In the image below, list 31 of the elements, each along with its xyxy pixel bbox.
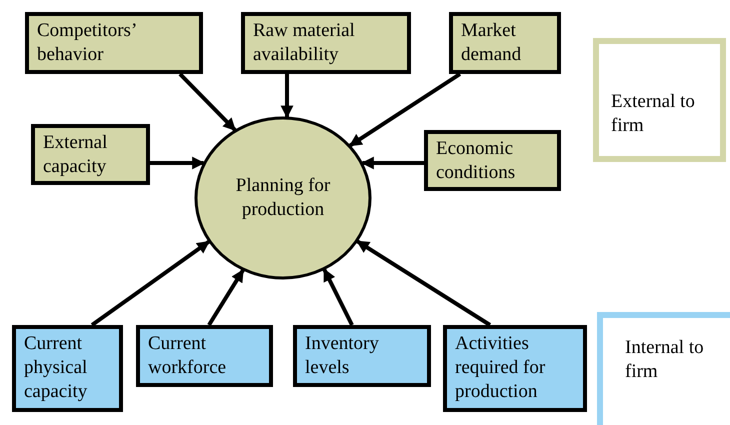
arrow — [90, 240, 210, 327]
legend-label: External to firm — [611, 90, 696, 138]
factor-box — [136, 325, 273, 387]
legend-label: Internal to firm — [625, 336, 705, 384]
factor-label: Competitors’ behavior — [37, 20, 136, 65]
factor-label: Economic conditions — [436, 138, 516, 183]
arrow — [207, 269, 245, 326]
arrow — [322, 268, 354, 326]
arrow — [280, 74, 294, 118]
planning-circle — [194, 116, 372, 280]
arrow — [356, 240, 492, 327]
factor-box — [12, 325, 123, 412]
factor-label: Market demand — [461, 20, 522, 65]
factor-box — [443, 325, 587, 412]
factor-box — [241, 12, 411, 74]
arrow — [178, 72, 236, 132]
factor-box — [424, 130, 561, 191]
arrow — [361, 156, 424, 170]
factor-label: External capacity — [43, 132, 108, 177]
factor-box — [31, 124, 150, 185]
factor-box — [293, 325, 431, 387]
factor-label: Current workforce — [148, 333, 226, 378]
arrow — [348, 72, 462, 148]
arrow — [150, 156, 205, 170]
factor-box — [449, 12, 561, 74]
factor-label: Raw material availability — [253, 20, 355, 65]
factor-box — [25, 12, 203, 74]
factor-label: Inventory levels — [305, 333, 379, 378]
factor-label: Activities required for production — [455, 333, 546, 402]
factor-label: Planning for production — [234, 174, 332, 222]
factor-label: Current physical capacity — [24, 333, 88, 402]
